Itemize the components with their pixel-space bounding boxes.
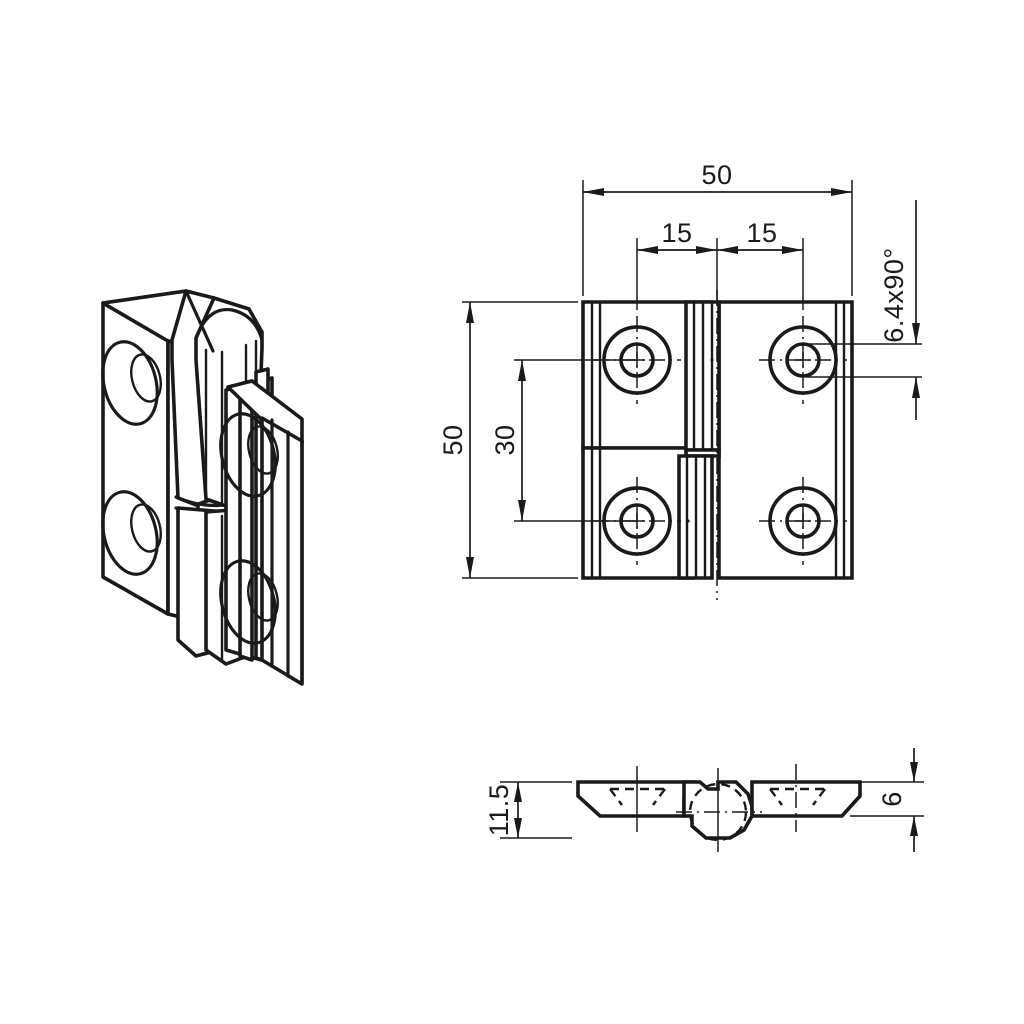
arrow-15r-left [717, 246, 738, 254]
iso-knuckle-cap [194, 307, 264, 342]
arrow-50w-right [831, 188, 852, 196]
bottom-left-plate [576, 780, 702, 818]
dim-label-countersink: 6.4x90° [879, 247, 909, 342]
arrow-50w-left [583, 188, 604, 196]
dim-label-height-50: 50 [438, 424, 468, 455]
arrow-15r-right [782, 246, 803, 254]
front-countersink-bottom-right [759, 477, 847, 565]
dim-label-15-left: 15 [661, 218, 692, 248]
arrow-30-bottom [518, 500, 526, 521]
arrow-15l-right [696, 246, 717, 254]
hidden-cs-right-1 [769, 788, 783, 806]
arrow-50h-top [466, 302, 474, 323]
iso-hole-inner-bottom-left [130, 503, 162, 553]
dim-label-15-right: 15 [746, 218, 777, 248]
iso-left-leaf-edge-face [101, 301, 170, 616]
arrow-6-top [910, 762, 918, 782]
arrow-30-top [518, 360, 526, 381]
hidden-cs-left-1 [609, 788, 623, 806]
arrow-cs-bottom [912, 377, 920, 398]
center-dot-top [710, 358, 714, 362]
bottom-right-plate [750, 780, 862, 818]
isometric-hinge-view [101, 289, 304, 686]
hidden-cs-left-2 [652, 788, 666, 806]
dim-label-width-50: 50 [701, 160, 732, 190]
front-view-dimensions: 50 15 15 50 [438, 160, 922, 579]
arrow-50h-bottom [466, 557, 474, 578]
arrow-115-bottom [514, 818, 522, 838]
bottom-section-view [576, 764, 862, 852]
iso-left-bottom-edge [101, 575, 170, 616]
iso-hole-outer-bottom-left [101, 490, 159, 576]
iso-left-leaf-top-edge [101, 289, 188, 305]
bottom-view-dimensions: 11.5 6 [484, 748, 924, 852]
dim-label-thickness-6: 6 [877, 791, 907, 807]
iso-hole-inner-top-left [130, 353, 162, 403]
iso-right-leaf-strip2 [238, 379, 254, 662]
iso-left-top-slant [184, 289, 215, 353]
hidden-cs-right-2 [812, 788, 826, 806]
arrow-6-bottom [910, 816, 918, 836]
iso-hole-inner-bottom-right [247, 572, 279, 622]
arrow-15l-left [637, 246, 658, 254]
dim-label-pitch-30: 30 [490, 424, 520, 455]
iso-hole-inner-top-right [247, 425, 279, 475]
iso-right-leaf-edge-face [260, 416, 304, 686]
iso-right-leaf-top-face [226, 379, 304, 446]
front-countersink-bottom-left [593, 477, 681, 565]
center-dot-bottom [686, 519, 690, 523]
dim-label-thickness-115: 11.5 [484, 784, 514, 837]
iso-left-holes [101, 340, 162, 576]
iso-hole-outer-top-left [101, 340, 159, 426]
iso-right-rail-3 [286, 439, 304, 686]
arrow-115-top [514, 782, 522, 802]
front-view [581, 290, 854, 600]
arrow-cs-top [912, 323, 920, 344]
